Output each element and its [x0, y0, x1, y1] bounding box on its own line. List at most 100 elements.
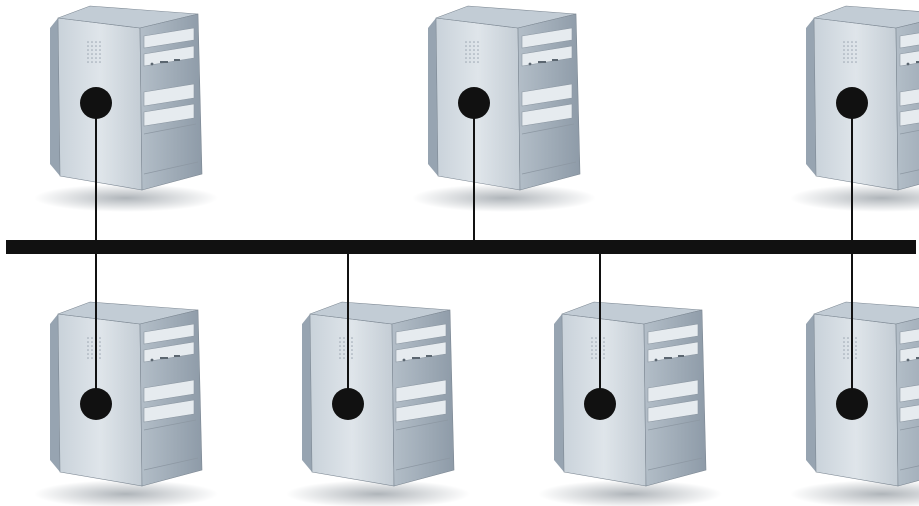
vent-hole [465, 49, 467, 51]
vent-hole [847, 49, 849, 51]
vent-hole [339, 337, 341, 339]
vent-hole [847, 357, 849, 359]
vent-hole [595, 349, 597, 351]
drive-button [160, 61, 168, 63]
vent-hole [855, 49, 857, 51]
vent-hole [469, 45, 471, 47]
vent-hole [343, 357, 345, 359]
vent-hole [603, 349, 605, 351]
vent-hole [99, 41, 101, 43]
vent-hole [851, 41, 853, 43]
vent-hole [473, 49, 475, 51]
vent-hole [603, 345, 605, 347]
vent-hole [339, 341, 341, 343]
shadow [412, 184, 596, 212]
computer-2 [412, 6, 596, 212]
vent-hole [465, 53, 467, 55]
vent-hole [595, 341, 597, 343]
vent-hole [343, 337, 345, 339]
drive-button [174, 355, 180, 357]
vent-hole [87, 45, 89, 47]
vent-hole [465, 45, 467, 47]
vent-hole [603, 337, 605, 339]
vent-hole [95, 45, 97, 47]
drive-button [160, 357, 168, 359]
vent-hole [477, 49, 479, 51]
drive-button [151, 63, 154, 66]
vent-hole [99, 53, 101, 55]
vent-hole [469, 41, 471, 43]
vent-hole [855, 41, 857, 43]
vent-hole [847, 57, 849, 59]
drive-button [664, 357, 672, 359]
vent-hole [87, 49, 89, 51]
vent-hole [843, 41, 845, 43]
drive-button [412, 357, 420, 359]
drive-button [552, 59, 558, 61]
vent-hole [855, 353, 857, 355]
vent-hole [855, 57, 857, 59]
vent-hole [843, 49, 845, 51]
vent-hole [99, 49, 101, 51]
vent-hole [851, 57, 853, 59]
connection-dot [80, 388, 112, 420]
vent-hole [95, 49, 97, 51]
vent-hole [473, 53, 475, 55]
computers-layer [34, 6, 919, 506]
vent-hole [843, 341, 845, 343]
vent-hole [343, 353, 345, 355]
network-bus-backbone [6, 240, 916, 254]
vent-hole [91, 53, 93, 55]
vent-hole [91, 45, 93, 47]
vent-hole [591, 349, 593, 351]
vent-hole [91, 57, 93, 59]
vent-hole [465, 41, 467, 43]
vent-hole [473, 57, 475, 59]
vent-hole [87, 345, 89, 347]
shadow [34, 480, 218, 506]
vent-hole [595, 337, 597, 339]
vent-hole [843, 357, 845, 359]
vent-hole [843, 345, 845, 347]
vent-hole [855, 61, 857, 63]
connection-dot [836, 87, 868, 119]
vent-hole [95, 53, 97, 55]
vent-hole [99, 353, 101, 355]
vent-hole [603, 353, 605, 355]
vent-hole [87, 53, 89, 55]
vent-hole [99, 341, 101, 343]
computer-1 [34, 6, 218, 212]
vent-hole [847, 45, 849, 47]
computer-6 [538, 302, 722, 506]
vent-hole [591, 337, 593, 339]
vent-hole [851, 61, 853, 63]
drive-button [907, 359, 910, 362]
vent-hole [847, 53, 849, 55]
vent-hole [847, 41, 849, 43]
connection-dot [332, 388, 364, 420]
vent-hole [465, 57, 467, 59]
drive-button [403, 359, 406, 362]
vent-hole [855, 357, 857, 359]
drive-button [907, 63, 910, 66]
vent-hole [855, 349, 857, 351]
vent-hole [843, 349, 845, 351]
vent-hole [851, 53, 853, 55]
vent-hole [91, 61, 93, 63]
vent-hole [351, 349, 353, 351]
drive-button [426, 355, 432, 357]
vent-hole [465, 61, 467, 63]
vent-hole [591, 353, 593, 355]
vent-hole [99, 345, 101, 347]
computer-4 [34, 302, 218, 506]
vent-hole [847, 61, 849, 63]
vent-hole [343, 349, 345, 351]
vent-hole [95, 41, 97, 43]
drive-button [678, 355, 684, 357]
vent-hole [595, 353, 597, 355]
vent-hole [603, 357, 605, 359]
vent-hole [343, 345, 345, 347]
shadow [34, 184, 218, 212]
vent-hole [477, 41, 479, 43]
